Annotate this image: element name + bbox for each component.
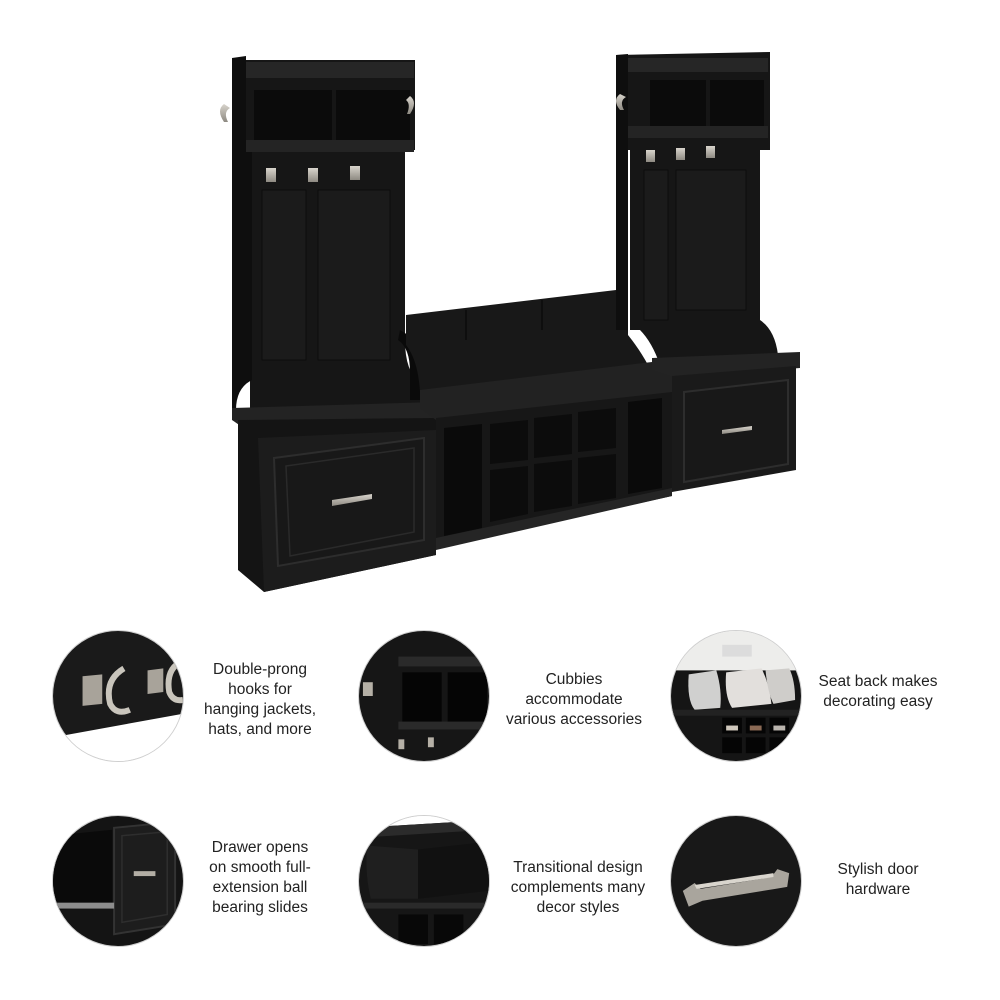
feature-image-hardware: [670, 815, 802, 947]
feature-text-cubbies: Cubbies accommodate various accessories: [505, 671, 643, 728]
product-image: [220, 52, 800, 592]
feature-image-cubbies: [358, 630, 490, 762]
feature-text-hooks: Double-prong hooks for hanging jackets, …: [203, 661, 317, 738]
feature-text-seat-back: Seat back makes decorating easy: [818, 673, 938, 710]
feature-text-design: Transitional design complements many dec…: [510, 859, 646, 916]
feature-image-hooks: [52, 630, 184, 762]
double-prong-hook-icon: [53, 631, 183, 761]
feature-text-drawer: Drawer opens on smooth full- extension b…: [209, 839, 311, 916]
left-hall-tree: [220, 56, 436, 592]
feature-image-seat-back: [670, 630, 802, 762]
right-hall-tree: [616, 52, 800, 492]
entryway-furniture-illustration: [220, 52, 800, 592]
seat-back-icon: [671, 631, 801, 761]
feature-image-drawer: [52, 815, 184, 947]
center-shoe-bench: [406, 290, 672, 550]
feature-text-hardware: Stylish door hardware: [837, 861, 919, 898]
drawer-pull-icon: [671, 816, 801, 946]
feature-image-design: [358, 815, 490, 947]
molding-icon: [359, 816, 489, 946]
cubby-icon: [359, 631, 489, 761]
drawer-icon: [53, 816, 183, 946]
